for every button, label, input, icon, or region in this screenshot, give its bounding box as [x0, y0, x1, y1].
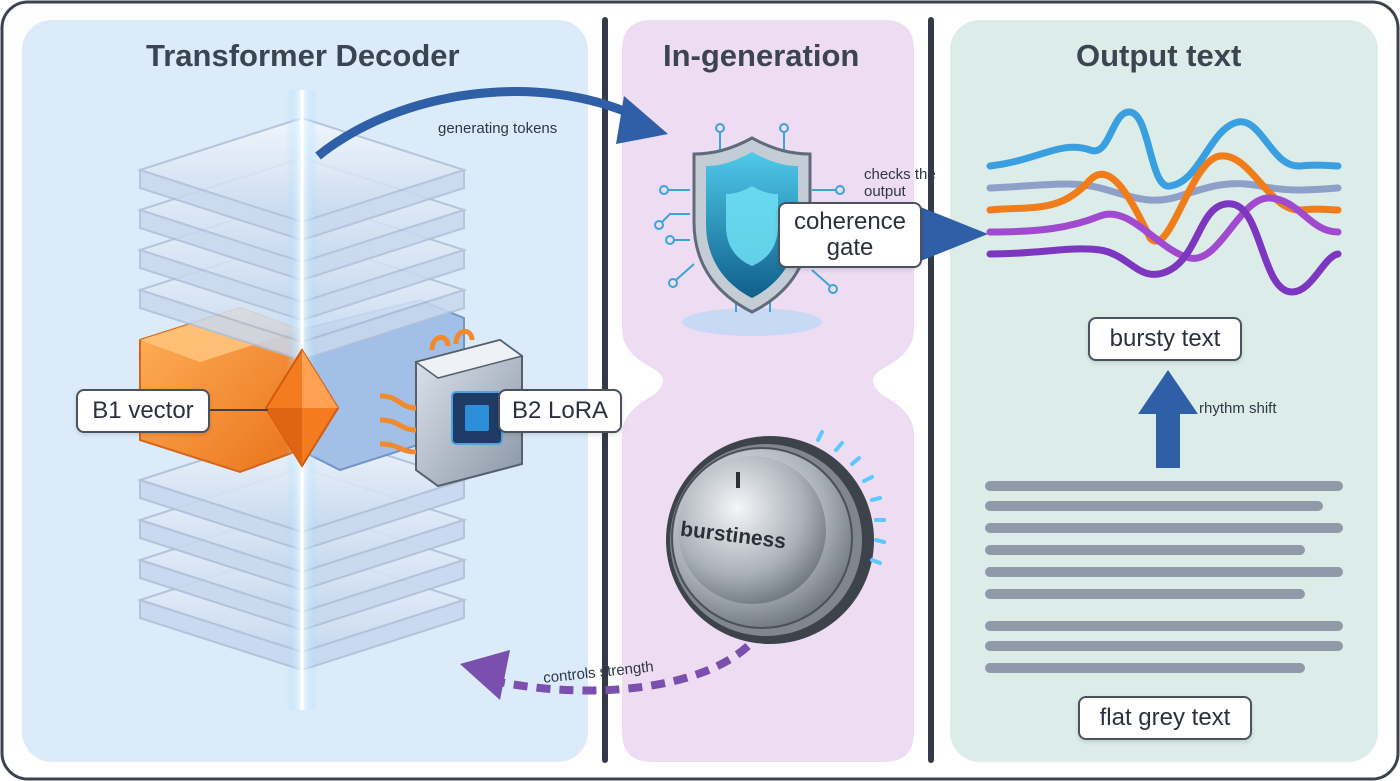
- generating-tokens-label: generating tokens: [438, 120, 558, 137]
- middle-panel-title: In-generation: [663, 38, 860, 73]
- generating-tokens-arrow: [315, 87, 642, 160]
- diamond-icon: [264, 348, 340, 468]
- coherence-gate-box: coherence gate: [778, 202, 922, 268]
- controls-strength-arrow: [499, 643, 751, 695]
- flat-text-lines: [985, 481, 1343, 673]
- b1-vector-label: B1 vector: [76, 389, 210, 433]
- b2-lora-label: B2 LoRA: [498, 389, 622, 433]
- dial-knob-icon: [666, 430, 886, 644]
- controls-strength-arrowhead: [460, 650, 510, 700]
- rhythm-shift-arrow: [1138, 370, 1198, 468]
- coherence-gate-line2: gate: [826, 234, 874, 261]
- coherence-gate-line1: coherence: [793, 208, 907, 235]
- rhythm-shift-label: rhythm shift: [1199, 400, 1277, 417]
- chip-icon: [379, 329, 524, 488]
- shield-icon: [654, 123, 845, 336]
- gate-output-arrow: [904, 206, 988, 262]
- flat-grey-text-label: flat grey text: [1078, 696, 1252, 740]
- generating-tokens-arrowhead: [616, 96, 668, 144]
- right-panel-title: Output text: [1076, 38, 1242, 73]
- bursty-waves: [986, 108, 1342, 296]
- left-panel-title: Transformer Decoder: [146, 38, 460, 73]
- middle-panel: [622, 20, 914, 762]
- checks-output-label: checks the output: [864, 166, 936, 200]
- bursty-text-label: bursty text: [1088, 317, 1242, 361]
